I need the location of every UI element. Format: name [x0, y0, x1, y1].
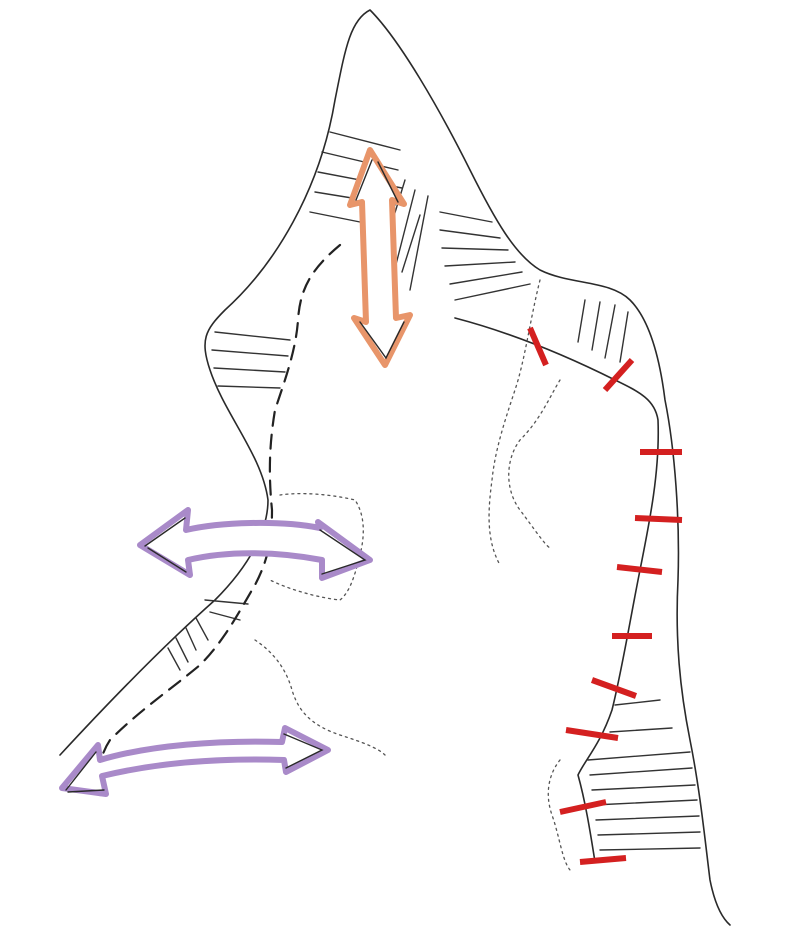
hatching-lower-back: [588, 700, 700, 850]
double-headed-arrow-vertical-icon: [350, 150, 410, 365]
dotted-contour-chest: [255, 640, 385, 755]
spine-tick-mark: [580, 858, 626, 862]
hatching-chest: [168, 600, 248, 670]
spine-tick-mark: [605, 360, 632, 390]
double-headed-arrow-horizontal-upper-icon: [140, 510, 370, 578]
spine-tick-mark: [530, 328, 546, 365]
spine-line: [455, 318, 658, 862]
double-headed-arrow-horizontal-lower-icon: [62, 728, 328, 794]
spine-tick-marks: [530, 328, 682, 862]
dotted-contour-lower-back: [548, 760, 570, 870]
hatching-face: [212, 332, 290, 388]
spine-tick-mark: [635, 518, 682, 520]
hatching-occiput: [578, 300, 628, 362]
dashed-contour: [98, 245, 340, 795]
spine-tick-mark: [592, 680, 636, 696]
hatching-crown: [440, 212, 530, 300]
spine-tick-mark: [566, 730, 618, 738]
spine-tick-mark: [560, 802, 606, 812]
dotted-contour-neck: [489, 280, 560, 565]
spine-tick-mark: [617, 567, 662, 572]
